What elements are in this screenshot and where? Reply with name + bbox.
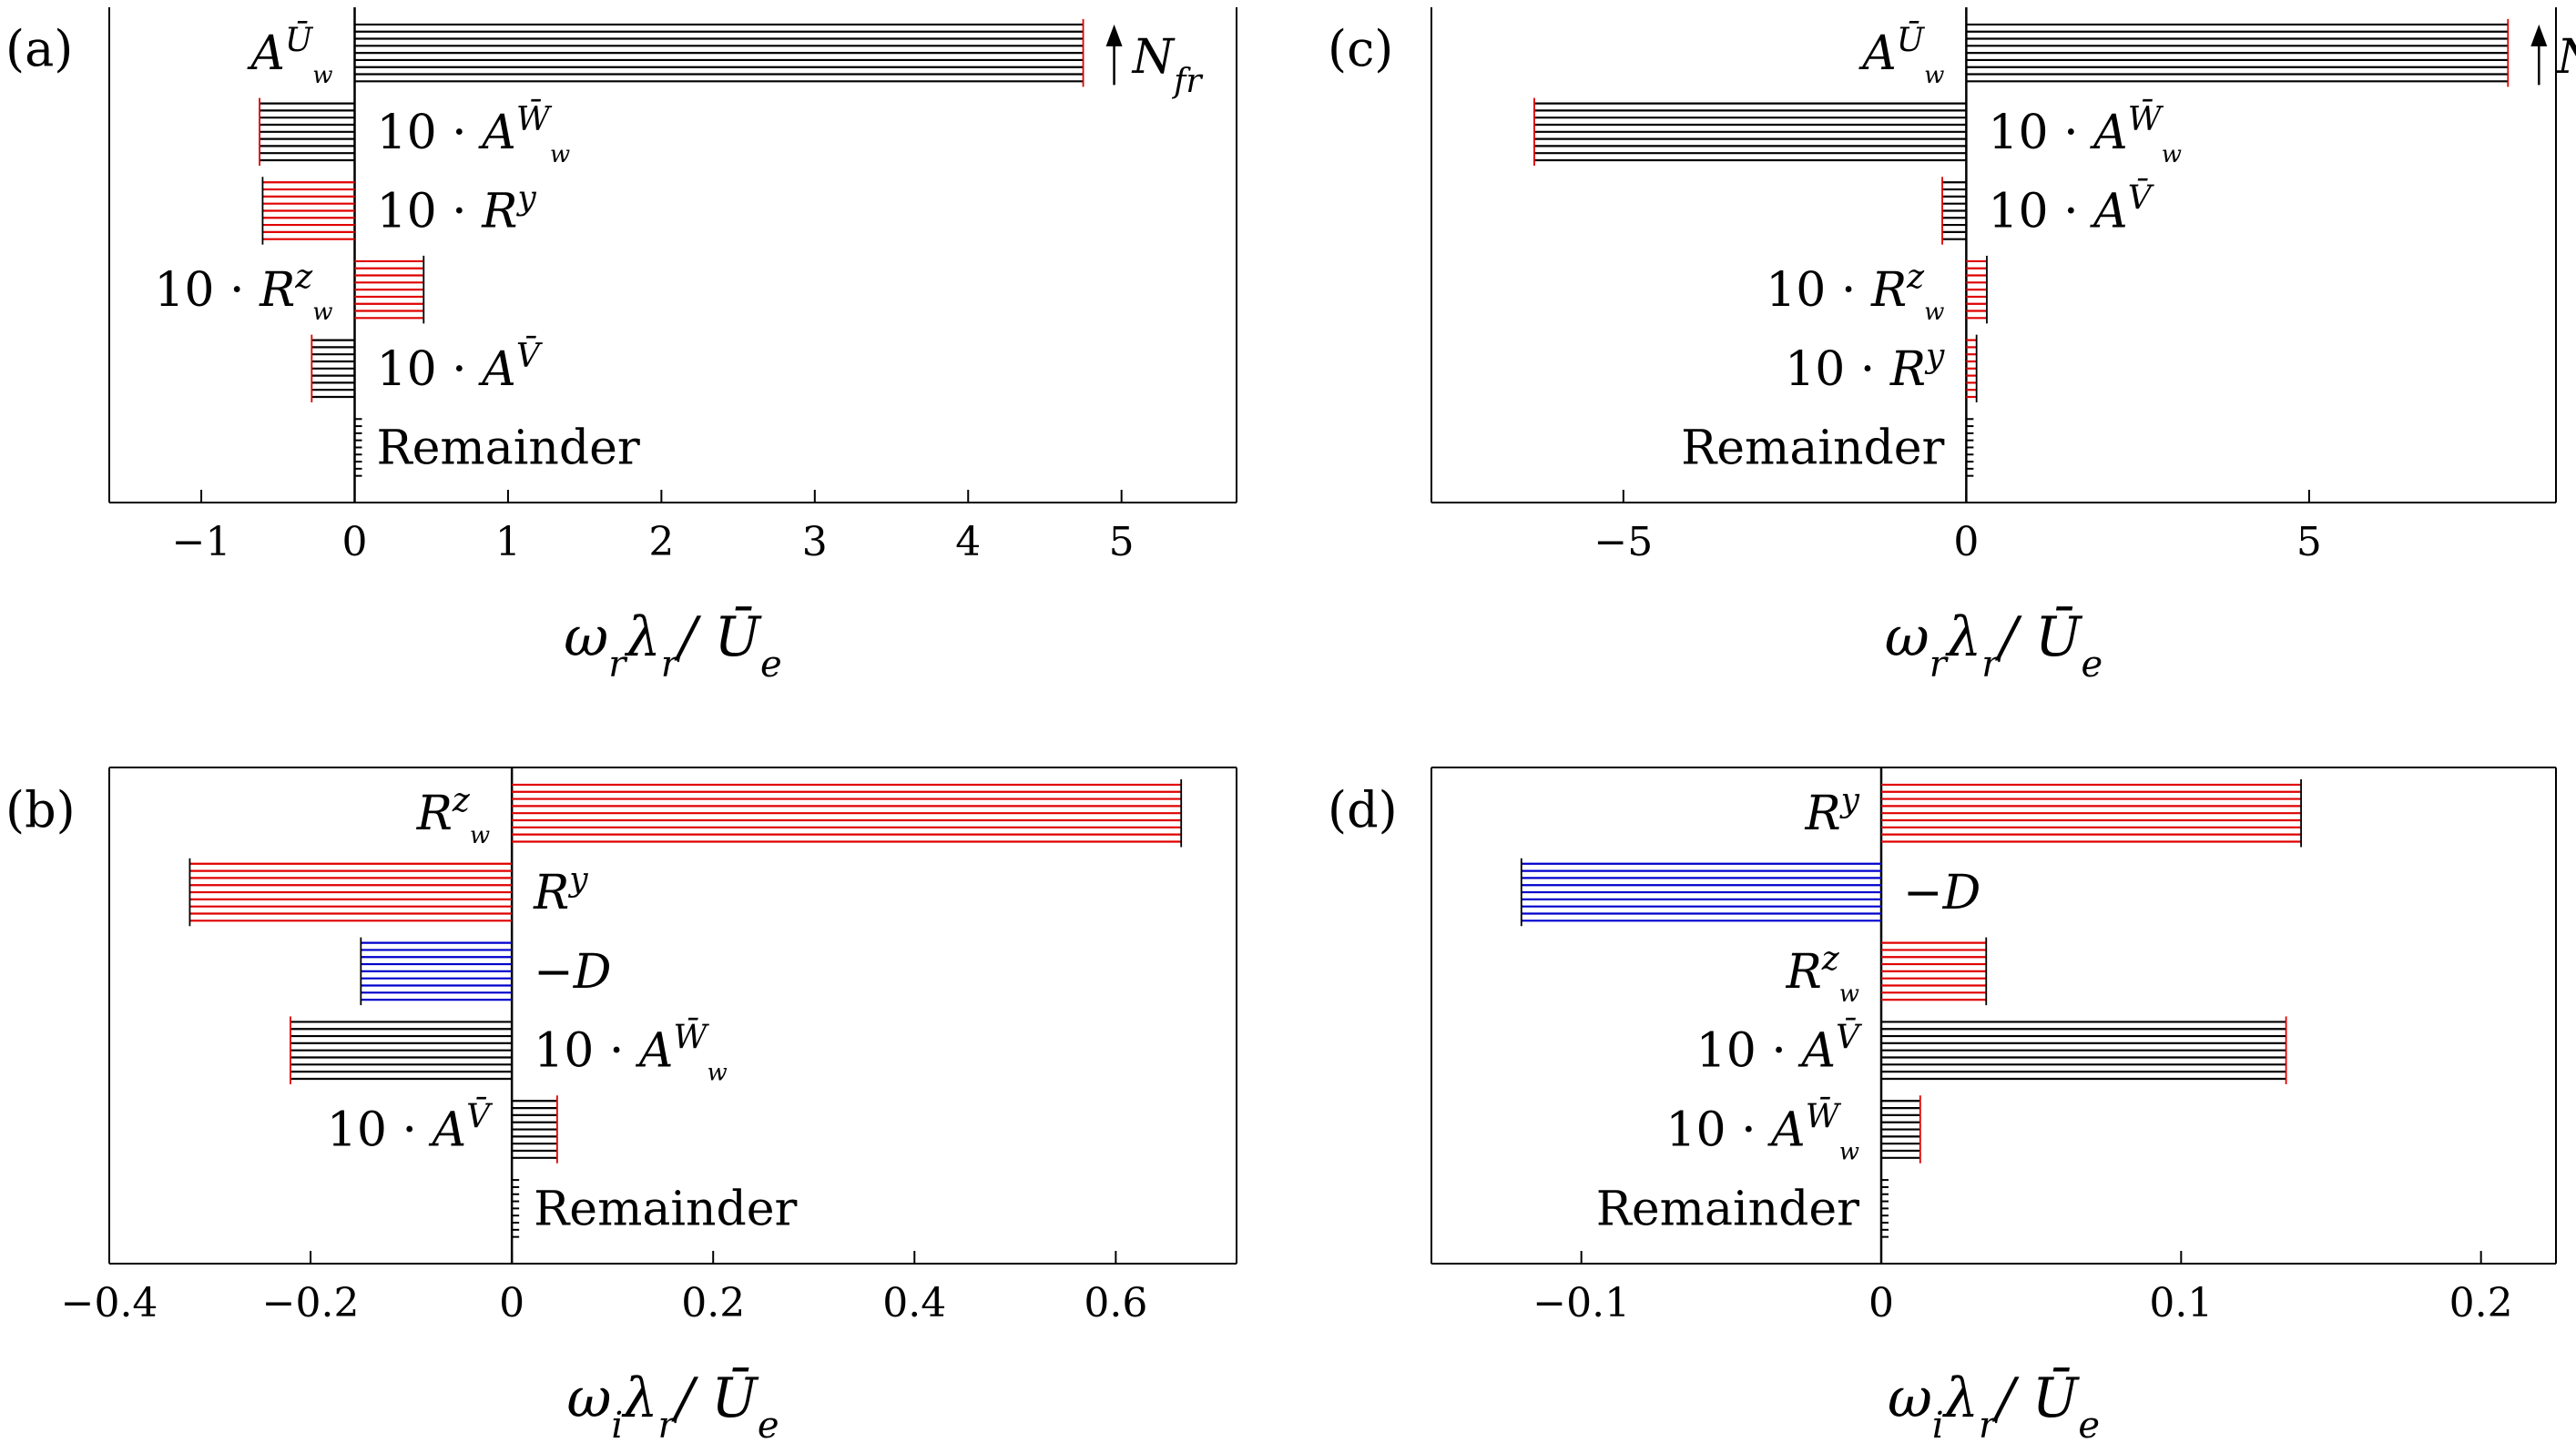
bar-label: Rzw [1786, 940, 1859, 1008]
bar: −D [360, 937, 611, 1006]
bar-label: AŪw [1858, 22, 1944, 90]
x-tick-label: −0.1 [1532, 1280, 1630, 1326]
x-tick-label: 1 [495, 519, 521, 565]
bar: Rzw [416, 778, 1183, 850]
panel-tag: (d) [1328, 781, 1398, 838]
x-axis-label: ωi λr / Ūe [566, 1367, 779, 1447]
bar: 10 · AW̄w [1665, 1095, 1921, 1166]
bar: Ry [1805, 778, 2302, 848]
bar: 10 · AV̄ [1941, 177, 2155, 245]
bar: Rzw [1786, 937, 1988, 1008]
bar-label: 10 · AV̄ [327, 1096, 494, 1157]
bar: Remainder [512, 1179, 798, 1238]
bar-label: −D [534, 945, 611, 1000]
panel-tag: (a) [5, 20, 73, 77]
bar-label: AŪw [247, 22, 332, 90]
x-tick-label: 0.2 [2449, 1280, 2513, 1326]
bar-label: 10 · Ry [376, 179, 536, 239]
bar: 10 · Rzw [154, 255, 425, 327]
nfr-label: Nfr [2555, 30, 2576, 100]
bar-label: 10 · AV̄ [376, 336, 543, 397]
bar-label: 10 · AV̄ [1988, 178, 2154, 239]
x-tick-label: 0.1 [2149, 1280, 2213, 1326]
bar: 10 · AV̄ [327, 1095, 558, 1163]
bar: 10 · Rzw [1766, 255, 1988, 327]
bar: Remainder [354, 418, 640, 477]
bar-label: 10 · Ry [1785, 337, 1945, 397]
x-tick-label: 2 [648, 519, 674, 565]
bar: −D [1520, 858, 1980, 927]
x-tick-label: 0 [1868, 1280, 1894, 1326]
x-axis-label: ωr λr / Ūe [1885, 605, 2103, 686]
bar: Remainder [1596, 1179, 1889, 1238]
bar-label: 10 · AV̄ [1696, 1018, 1863, 1079]
x-tick-label: 0.6 [1084, 1280, 1147, 1326]
bar-label: −D [1903, 866, 1980, 920]
x-tick-label: −5 [1593, 519, 1653, 565]
x-tick-label: 0.2 [681, 1280, 745, 1326]
x-tick-label: 0.4 [882, 1280, 946, 1326]
x-axis-label: ωi λr / Ūe [1888, 1367, 2100, 1447]
x-axis-label: ωr λr / Ūe [564, 605, 781, 686]
bar-label: Remainder [376, 421, 639, 475]
x-tick-label: 0 [499, 1280, 524, 1326]
nfr-arrow-head [1105, 24, 1123, 46]
bar: 10 · Ry [261, 177, 536, 245]
nfr-arrow-head [2530, 24, 2548, 46]
bar: Remainder [1681, 418, 1974, 477]
x-tick-label: 5 [1109, 519, 1135, 565]
bar-label: Remainder [1596, 1182, 1859, 1236]
x-tick-label: 0 [1953, 519, 1979, 565]
x-tick-label: −0.4 [61, 1280, 158, 1326]
bar: 10 · AW̄w [1533, 97, 2182, 168]
panel-tag: (b) [5, 781, 76, 838]
bar-label: Ry [1805, 782, 1860, 842]
panel-3: −5 0 5 ωr λr / Ūe (c) AŪw 10 · AW̄w 10 · AV̄ 10… [1328, 7, 2576, 686]
x-tick-label: 5 [2296, 519, 2322, 565]
bar: AŪw [1858, 18, 2510, 90]
bar: Ry [188, 858, 588, 927]
panel-4: −0.1 0 0.1 0.2 ωi λr / Ūe (d) Ry −D Rzw 10 · AV̄… [1328, 767, 2557, 1447]
x-tick-label: −1 [172, 519, 231, 565]
x-tick-label: 0 [341, 519, 367, 565]
panel-tag: (c) [1328, 20, 1393, 77]
bar: 10 · AW̄w [290, 1016, 728, 1087]
bar-label: 10 · Rzw [1766, 259, 1944, 327]
bar: 10 · AV̄ [1696, 1016, 2287, 1084]
bar: 10 · Ry [1785, 334, 1978, 402]
nfr-label: Nfr [1131, 30, 1204, 100]
bar: AŪw [247, 18, 1084, 90]
panel-1: −1 0 1 2 3 4 5 ωr λr / Ūe (a) AŪw 10 · AW̄w 10 · R… [5, 7, 1237, 686]
x-tick-label: 4 [955, 519, 981, 565]
bar-label: 10 · AW̄w [376, 99, 570, 168]
bar-label: 10 · Rzw [154, 259, 332, 327]
bar-label: Ry [533, 861, 588, 921]
bar: 10 · AW̄w [259, 97, 570, 168]
bar-label: 10 · AW̄w [534, 1018, 728, 1087]
x-tick-label: 3 [802, 519, 828, 565]
bar-label: 10 · AW̄w [1988, 99, 2182, 168]
bar-label: 10 · AW̄w [1665, 1096, 1859, 1165]
bar: 10 · AV̄ [311, 334, 544, 402]
bar-label: Rzw [416, 782, 490, 850]
x-tick-label: −0.2 [262, 1280, 360, 1326]
bar-label: Remainder [1681, 421, 1944, 475]
bar-label: Remainder [534, 1182, 797, 1236]
